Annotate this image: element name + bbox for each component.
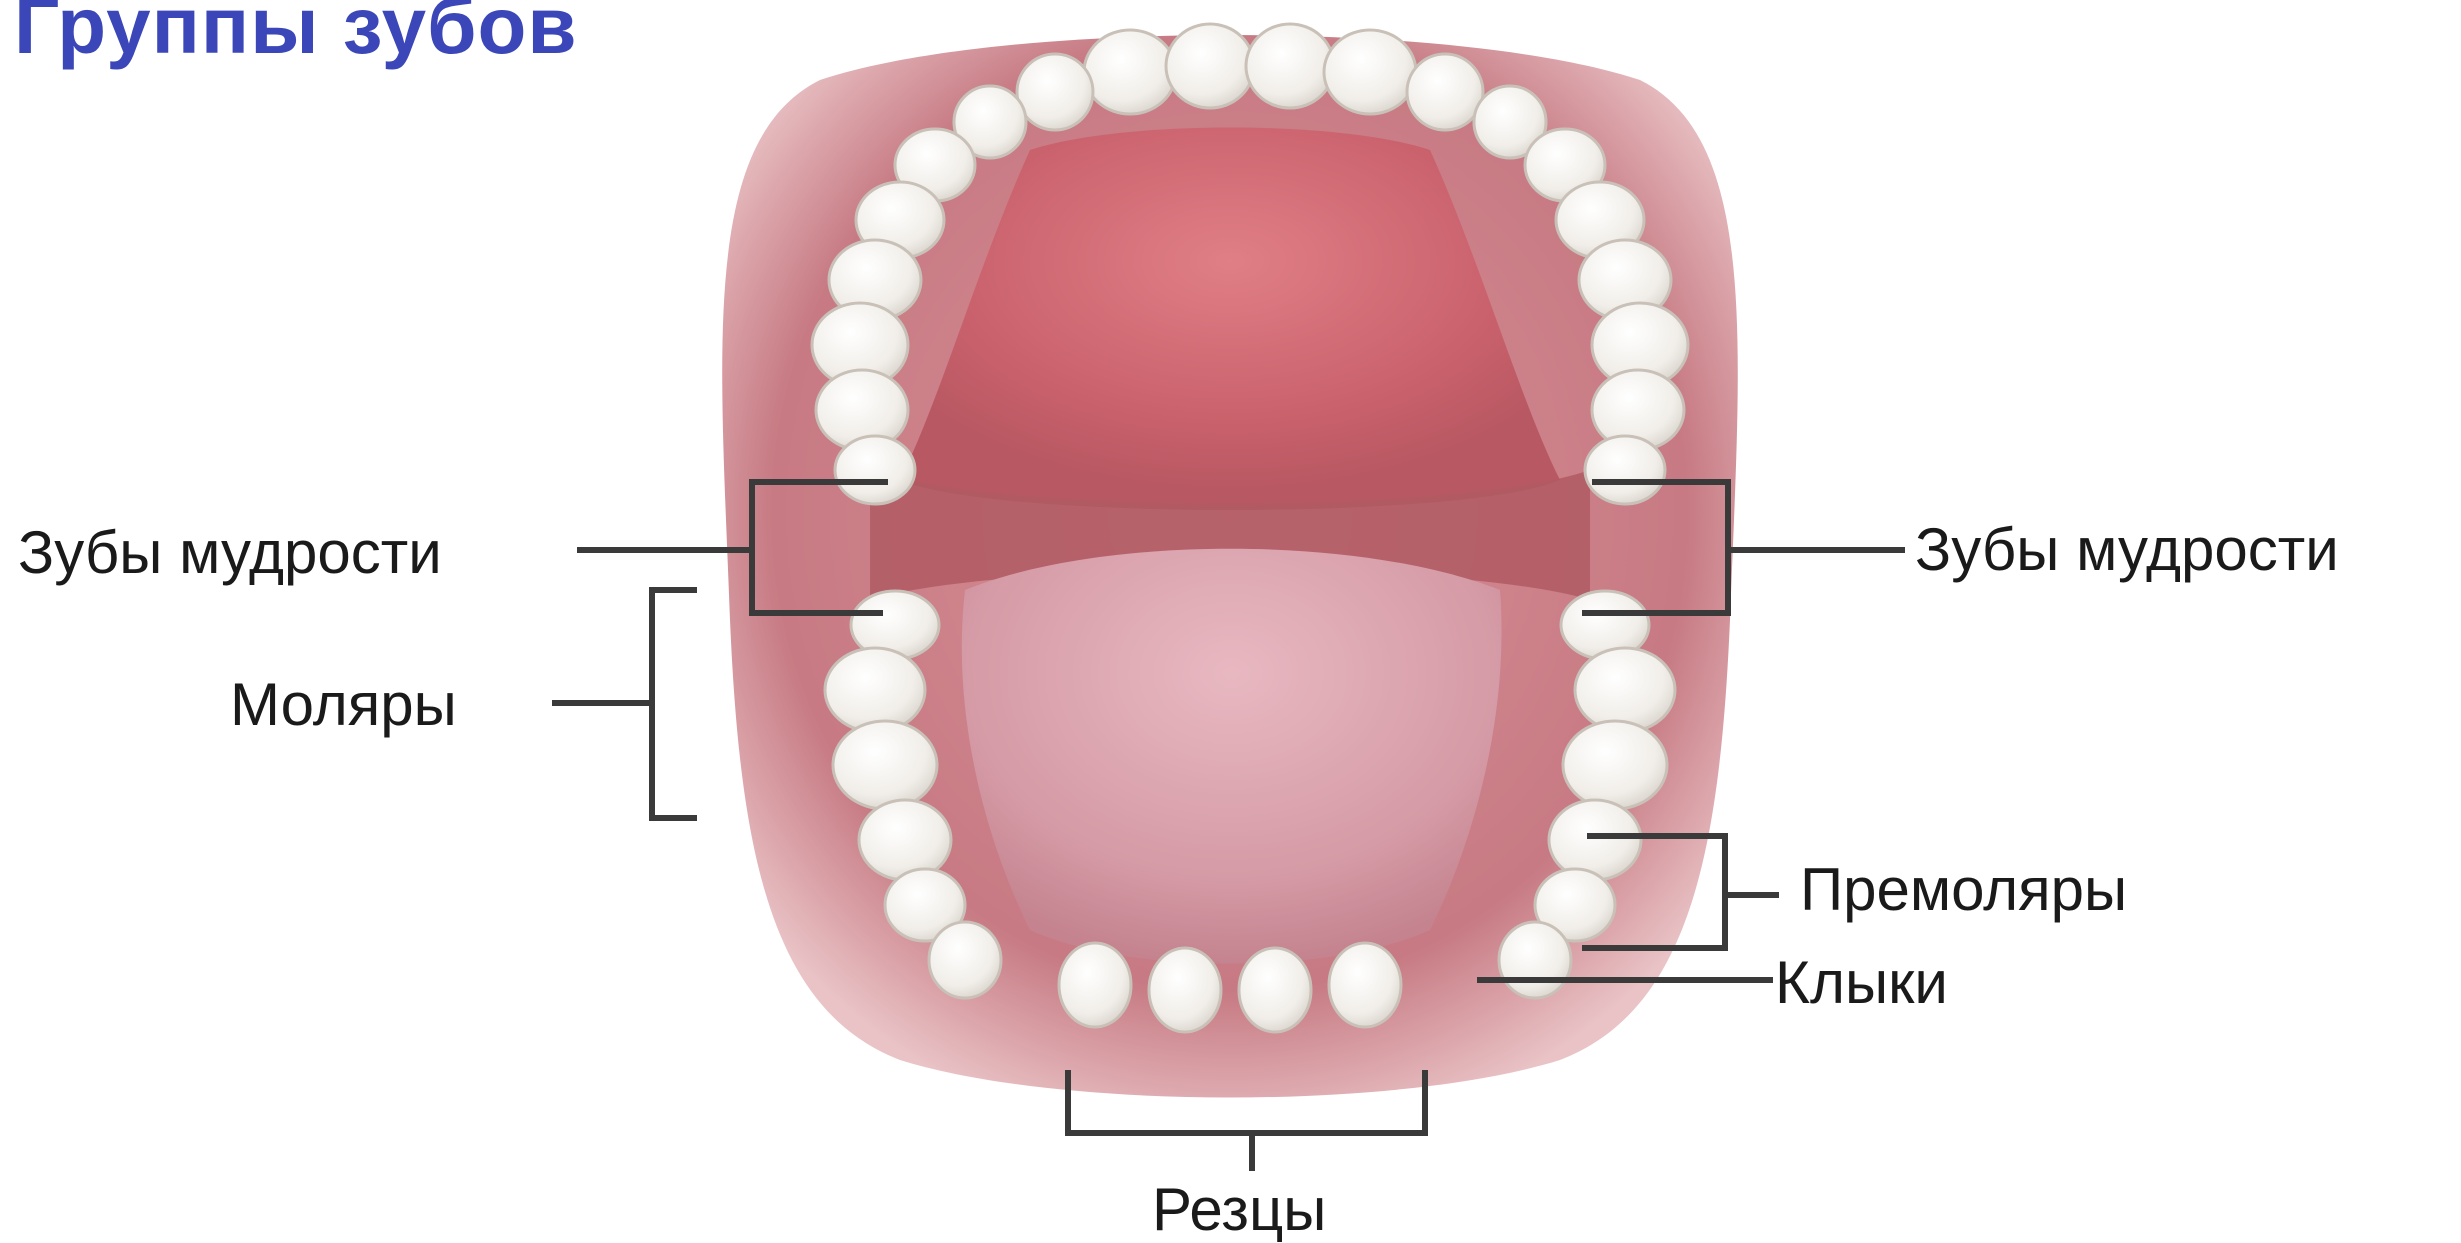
- lower-tooth: [833, 721, 937, 809]
- lower-tooth: [929, 922, 1001, 998]
- upper-tooth: [1324, 30, 1416, 114]
- label-canines: Клыки: [1775, 953, 1948, 1013]
- lower-tooth: [1329, 943, 1401, 1027]
- upper-tooth: [835, 436, 915, 504]
- label-molars: Моляры: [230, 675, 457, 735]
- tongue: [962, 549, 1502, 964]
- bracket-molars: [652, 590, 694, 818]
- lower-tooth: [1499, 922, 1571, 998]
- upper-tooth: [1407, 54, 1483, 130]
- lower-tooth: [1563, 721, 1667, 809]
- lower-tooth: [1575, 648, 1675, 732]
- upper-tooth: [1585, 436, 1665, 504]
- label-incisors: Резцы: [1152, 1180, 1326, 1240]
- lower-tooth: [1149, 948, 1221, 1032]
- label-wisdom-teeth-right: Зубы мудрости: [1915, 520, 2339, 580]
- upper-tooth: [1246, 24, 1334, 108]
- lower-tooth: [859, 800, 951, 880]
- label-premolars: Премоляры: [1800, 860, 2127, 920]
- lower-tooth: [1059, 943, 1131, 1027]
- label-wisdom-teeth-left: Зубы мудрости: [18, 523, 442, 583]
- upper-tooth: [1166, 24, 1254, 108]
- lower-tooth: [825, 648, 925, 732]
- upper-tooth: [1084, 30, 1176, 114]
- lower-tooth: [1549, 800, 1641, 880]
- lower-tooth: [1239, 948, 1311, 1032]
- upper-tooth: [1017, 54, 1093, 130]
